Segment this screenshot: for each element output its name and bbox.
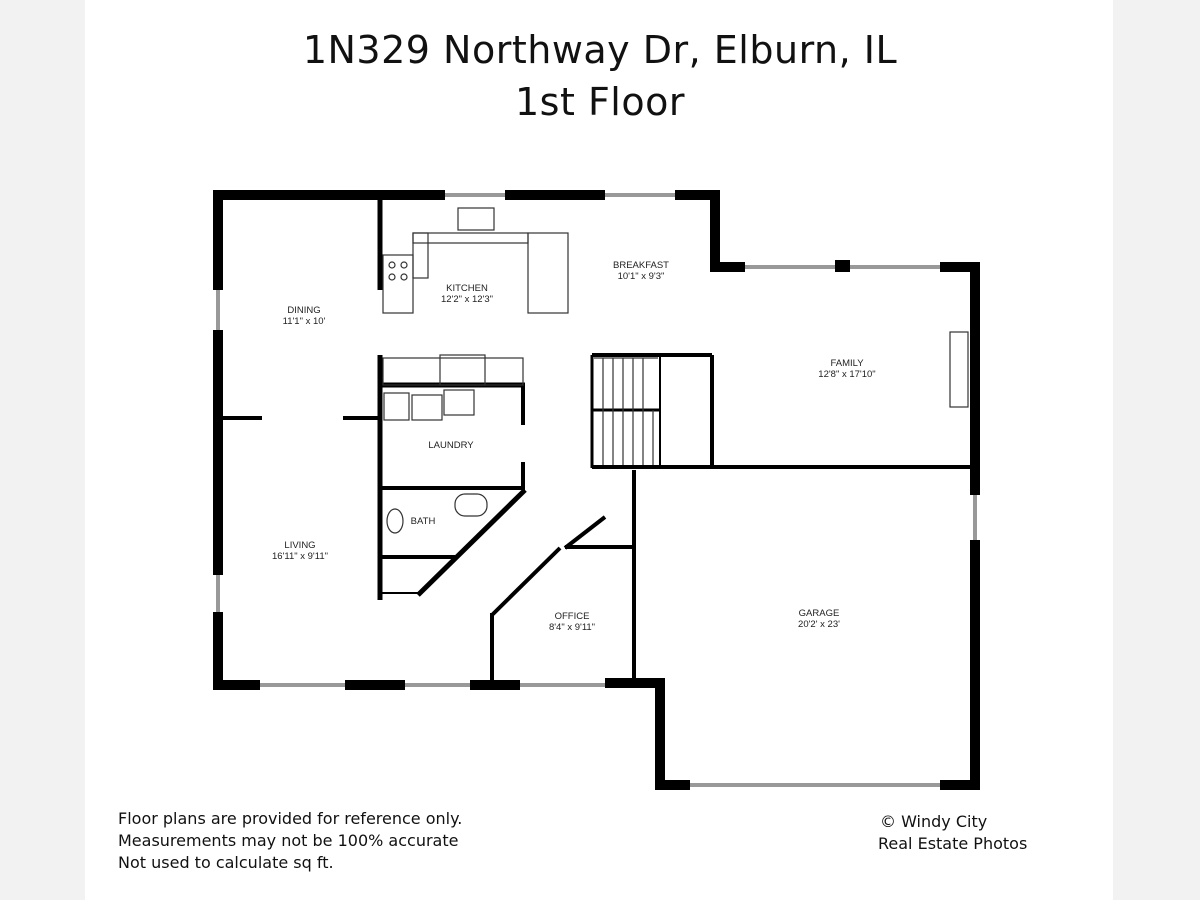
room-family-name: FAMILY — [830, 358, 864, 369]
room-living-dims: 16'11" x 9'11" — [272, 551, 328, 562]
plan-title: 1N329 Northway Dr, Elburn, IL — [302, 28, 898, 72]
floor-label: 1st Floor — [515, 80, 685, 124]
credit-line: © Windy City — [880, 812, 988, 831]
room-office-dims: 8'4" x 9'11" — [549, 622, 595, 633]
room-living-name: LIVING — [284, 540, 315, 551]
fixtures — [382, 207, 969, 534]
interior-walls — [223, 200, 975, 685]
windows — [216, 193, 977, 787]
room-breakfast-name: BREAKFAST — [613, 260, 669, 271]
room-kitchen-dims: 12'2" x 12'3" — [441, 294, 493, 305]
room-dining-dims: 11'1" x 10' — [283, 316, 326, 327]
disclaimer-line: Measurements may not be 100% accurate — [118, 831, 459, 850]
room-office-name: OFFICE — [555, 611, 590, 622]
room-breakfast-dims: 10'1" x 9'3" — [618, 271, 665, 282]
room-bath-name: BATH — [411, 516, 436, 527]
disclaimer-line: Not used to calculate sq ft. — [118, 853, 334, 872]
credit-line: Real Estate Photos — [878, 834, 1028, 853]
disclaimer-line: Floor plans are provided for reference o… — [118, 809, 463, 828]
photo-credit: © Windy City Real Estate Photos — [878, 811, 1027, 855]
room-garage-dims: 20'2' x 23' — [798, 619, 840, 630]
room-garage-name: GARAGE — [799, 608, 840, 619]
page-sheet — [85, 0, 1113, 900]
exterior-walls — [213, 190, 980, 790]
disclaimer: Floor plans are provided for reference o… — [118, 808, 462, 874]
room-family-dims: 12'8" x 17'10" — [818, 369, 875, 380]
room-kitchen-name: KITCHEN — [446, 283, 488, 294]
room-laundry-name: LAUNDRY — [428, 440, 474, 451]
room-dining-name: DINING — [287, 305, 320, 316]
